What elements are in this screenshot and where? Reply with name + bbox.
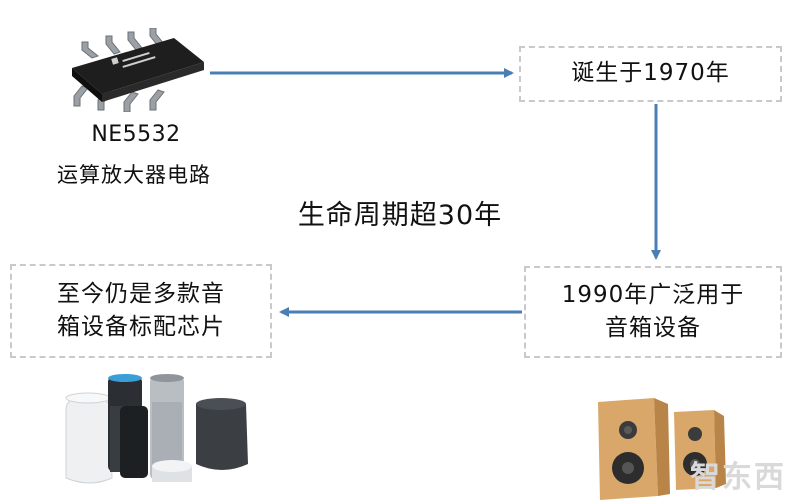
chip-description: 运算放大器电路: [57, 163, 211, 187]
wooden-speakers-image: [598, 398, 726, 500]
box-still-standard: 至今仍是多款音 箱设备标配芯片: [10, 264, 272, 358]
lifecycle-label: 生命周期超30年: [297, 200, 503, 231]
box-still-line2: 箱设备标配芯片: [57, 314, 225, 340]
chip-name: NE5532: [91, 122, 181, 147]
box-widely-used-1990: 1990年广泛用于 音箱设备: [524, 266, 782, 358]
box-still-line1: 至今仍是多款音: [57, 280, 225, 307]
box-widely-used-line2: 音箱设备: [605, 315, 701, 341]
ic-chip-image: [72, 28, 204, 112]
smart-speakers-image: [65, 374, 248, 484]
watermark-logo: 智东西: [690, 460, 786, 495]
box-widely-used-line1: 1990年广泛用于: [561, 281, 745, 308]
box-born-1970: 诞生于1970年: [519, 46, 782, 102]
box-born-text: 诞生于1970年: [571, 60, 730, 87]
